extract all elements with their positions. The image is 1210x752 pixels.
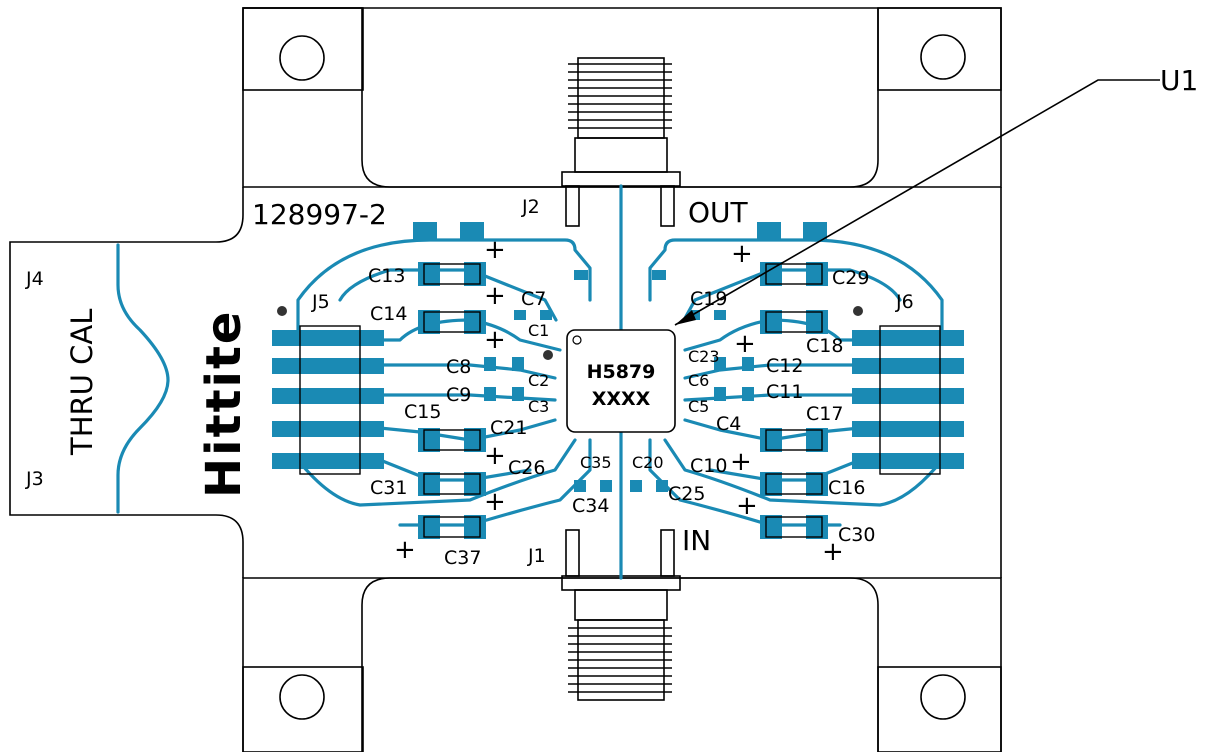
cap-c7-label: C7	[521, 288, 546, 310]
cap-c9-label: C9	[446, 384, 471, 406]
polarity-plus-icon: +	[484, 487, 506, 517]
polarity-plus-icon: +	[731, 239, 753, 269]
connector-j4-label: J4	[25, 268, 44, 290]
connector-j3-label: J3	[25, 468, 44, 490]
connector-j2-label: J2	[521, 196, 540, 218]
cap-c2-label: C2	[528, 371, 549, 390]
cap-c8-label: C8	[446, 356, 471, 378]
sma-connector-bottom	[561, 529, 681, 701]
chip-marking-line1: H5879	[587, 361, 656, 383]
polarity-plus-icon: +	[484, 235, 506, 265]
cap-c34-label: C34	[572, 495, 609, 517]
polarity-plus-icon: +	[394, 535, 416, 565]
connector-j5-label: J5	[311, 291, 330, 313]
chip-u1: H5879 XXXX	[566, 329, 676, 433]
cap-c17-label: C17	[806, 403, 843, 425]
mounting-hole-icon	[920, 34, 966, 80]
cap-c18-label: C18	[806, 335, 843, 357]
cap-c6-label: C6	[688, 371, 709, 390]
connector-j6-label: J6	[895, 291, 914, 313]
cap-c23-label: C23	[688, 347, 720, 366]
cap-c25-label: C25	[668, 483, 705, 505]
cap-c19-label: C19	[690, 288, 727, 310]
cap-c29-label: C29	[832, 267, 869, 289]
polarity-plus-icon: +	[730, 447, 752, 477]
board-outline	[9, 7, 1002, 752]
cap-c30-label: C30	[838, 524, 875, 546]
cap-c35-label: C35	[580, 453, 612, 472]
polarity-plus-icon: +	[822, 537, 844, 567]
cap-c4-label: C4	[716, 413, 741, 435]
brand-logo: Hittite	[196, 310, 252, 498]
u1-leader-arrow-icon	[675, 310, 696, 325]
mounting-hole-icon	[920, 674, 966, 720]
cap-c21-label: C21	[490, 417, 527, 439]
polarity-plus-icon: +	[484, 325, 506, 355]
mounting-holes	[279, 34, 966, 720]
mounting-hole-icon	[279, 35, 325, 81]
pin1-dot-icon	[277, 306, 287, 316]
mounting-hole-icon	[279, 674, 325, 720]
u1-designator: U1	[1160, 64, 1198, 97]
thru-cal-label: THRU CAL	[65, 309, 99, 456]
cap-c12-label: C12	[766, 355, 803, 377]
polarity-plus-icon: +	[484, 281, 506, 311]
pin1-dot-icon	[853, 306, 863, 316]
cap-c11-label: C11	[766, 381, 803, 403]
cap-c14-label: C14	[370, 303, 407, 325]
cap-c3-label: C3	[528, 397, 549, 416]
cap-c37-label: C37	[444, 547, 481, 569]
polarity-plus-icon: +	[734, 329, 756, 359]
port-in-label: IN	[682, 524, 711, 557]
capacitor-bodies	[299, 263, 941, 538]
cap-c1-label: C1	[528, 321, 549, 340]
pin1-dot-icon	[543, 350, 553, 360]
polarity-plus-icon: +	[484, 441, 506, 471]
u1-leader-line	[674, 79, 1160, 326]
chip-marking-line2: XXXX	[592, 388, 651, 410]
cap-c31-label: C31	[370, 477, 407, 499]
board-part-number: 128997-2	[252, 198, 387, 231]
cap-c5-label: C5	[688, 397, 709, 416]
connector-j1-label: J1	[527, 545, 546, 567]
cap-c13-label: C13	[368, 265, 405, 287]
cap-c20-label: C20	[632, 453, 664, 472]
polarity-marks: + + + + + + + + + + +	[394, 235, 844, 567]
cap-c15-label: C15	[404, 401, 441, 423]
cap-c26-label: C26	[508, 457, 545, 479]
polarity-plus-icon: +	[736, 491, 758, 521]
port-out-label: OUT	[688, 196, 749, 229]
cap-c10-label: C10	[690, 455, 727, 477]
cap-c16-label: C16	[828, 477, 865, 499]
